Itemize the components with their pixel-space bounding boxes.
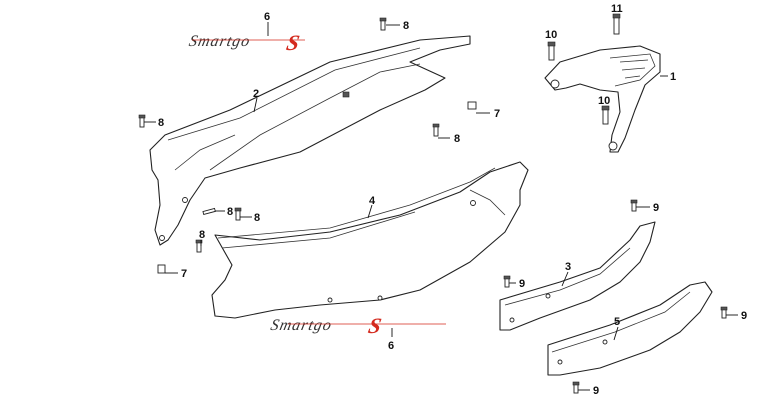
callout-7-left: 7 (181, 268, 187, 280)
decal-bottom-text: Smartgo (269, 317, 334, 334)
screw-9-d (572, 381, 580, 394)
callout-3: 3 (565, 261, 571, 273)
screw-8-mid (432, 123, 440, 137)
decal-top: Smartgo S (187, 30, 305, 55)
callout-9-c: 9 (741, 310, 747, 322)
screw-8-a (202, 207, 216, 216)
callout-8-left: 8 (158, 117, 164, 129)
callout-9-b: 9 (519, 278, 525, 290)
bolt-10-top (547, 41, 556, 61)
screw-8-c (195, 239, 203, 253)
leader-lines (144, 22, 738, 391)
callout-9-a: 9 (653, 202, 659, 214)
clip-7-right (467, 101, 477, 110)
screw-8-top (379, 17, 387, 31)
part-lower-side-cover (211, 161, 529, 319)
bolt-11 (612, 13, 621, 35)
callout-6-bottom: 6 (388, 340, 394, 352)
part-lower-rear-trim-5 (547, 281, 713, 376)
callout-10-bottom: 10 (598, 95, 610, 107)
callout-7-right: 7 (494, 108, 500, 120)
callout-8-b: 8 (254, 212, 260, 224)
callouts: 6 8 2 8 7 8 4 8 8 8 7 6 10 11 1 10 9 9 3… (158, 3, 747, 397)
callout-9-d: 9 (593, 385, 599, 397)
callout-4: 4 (369, 195, 376, 207)
callout-11: 11 (611, 3, 623, 15)
callout-5: 5 (614, 316, 620, 328)
clip-7-left (157, 264, 166, 274)
fasteners (138, 13, 728, 394)
screw-9-c (720, 306, 728, 319)
callout-8-a: 8 (227, 206, 233, 218)
part-rear-carrier (544, 45, 661, 153)
screw-8-b (234, 207, 242, 221)
callout-8-mid: 8 (454, 133, 460, 145)
part-upper-side-cover (149, 35, 471, 246)
screw-9-a (630, 199, 638, 212)
callout-6-top: 6 (264, 11, 270, 23)
bolt-10-bottom (601, 105, 610, 125)
callout-8-top: 8 (403, 20, 409, 32)
decal-top-text: Smartgo (187, 33, 252, 50)
decal-bottom-accent: S (366, 313, 383, 338)
screw-9-b (503, 275, 511, 288)
decal-top-accent: S (284, 30, 301, 55)
callout-8-c: 8 (199, 229, 205, 241)
decal-bottom: Smartgo S (269, 313, 446, 338)
part-lower-rear-trim-3 (499, 221, 656, 331)
callout-2: 2 (253, 88, 259, 100)
callout-10-top: 10 (545, 29, 557, 41)
callout-1: 1 (670, 71, 676, 83)
screw-8-left (138, 114, 146, 128)
